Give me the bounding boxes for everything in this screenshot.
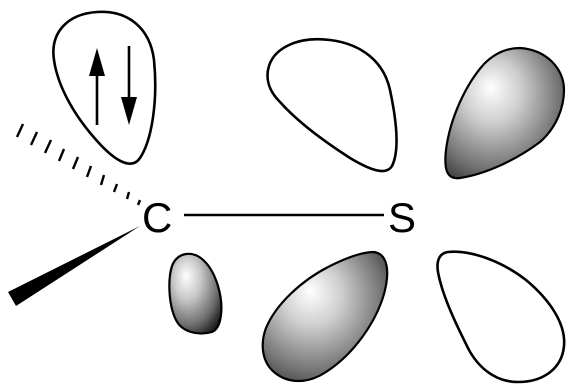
carbon-atom-label: C [142,194,172,241]
down-arrow-icon [121,46,137,125]
sulfur-lower-left-lobe [261,250,389,383]
sulfur-upper-right-lobe [444,46,566,180]
sulfur-upper-left-lobe [266,37,398,173]
sulfur-lower-right-lobe [436,250,566,384]
carbon-lone-pair-lobe [52,10,157,165]
up-arrow-icon [89,48,105,125]
carbon-lower-lobe [168,252,223,335]
sulfur-atom-label: S [388,194,416,241]
solid-wedge-bond [8,226,140,306]
hashed-wedge-bond [15,123,142,206]
